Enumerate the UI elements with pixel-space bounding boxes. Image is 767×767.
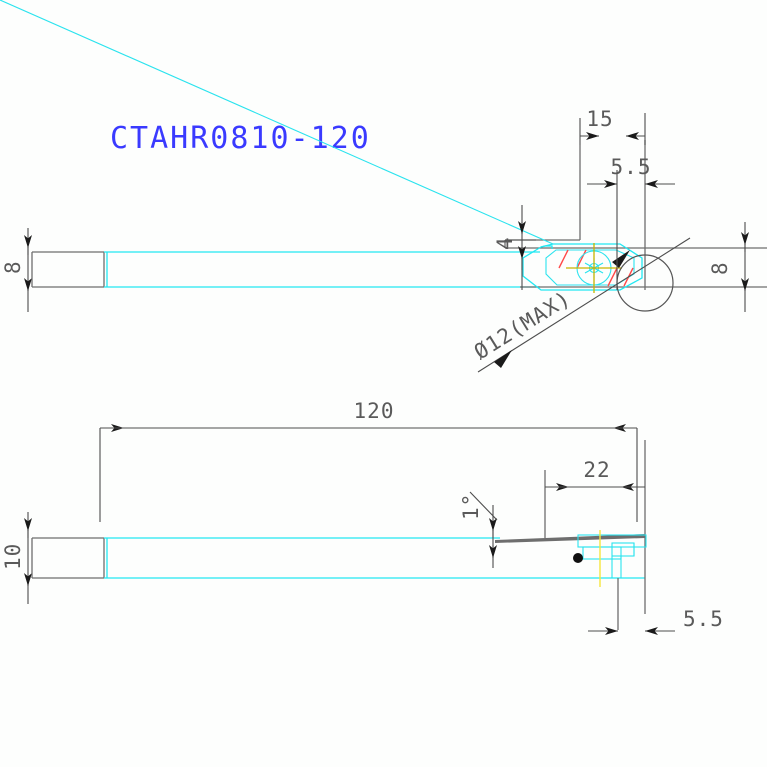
dim-label-dia12: Ø12(MAX) bbox=[470, 286, 575, 364]
side-view-head-detail bbox=[573, 530, 647, 630]
dim-head-width: 22 bbox=[545, 458, 645, 491]
dim-head-length: 15 bbox=[579, 107, 646, 145]
top-view-shank-end bbox=[31, 251, 105, 288]
top-view: 8 bbox=[0, 0, 767, 373]
dim-overall-length: 120 bbox=[99, 399, 638, 522]
dim-label-8-right: 8 bbox=[708, 261, 732, 275]
page-title: CTAHR0810-120 bbox=[110, 121, 371, 156]
top-view-shank-body bbox=[104, 251, 540, 288]
side-view: 120 10 bbox=[1, 399, 724, 635]
dim-clearance-angle: 1° bbox=[459, 491, 498, 568]
dim-insert-offset: 5.5 bbox=[587, 155, 675, 290]
dim-label-1deg: 1° bbox=[459, 493, 483, 520]
dim-label-8-left: 8 bbox=[1, 260, 25, 274]
side-view-taper bbox=[495, 440, 646, 614]
top-view-head-outline bbox=[504, 140, 767, 290]
dim-shank-height-right: 8 bbox=[708, 222, 749, 312]
dim-shank-width: 10 bbox=[1, 512, 32, 604]
dim-label-5p5-bottom: 5.5 bbox=[683, 607, 724, 631]
dim-label-22: 22 bbox=[583, 458, 610, 482]
dim-label-120: 120 bbox=[354, 399, 395, 423]
dim-step-height: 4 bbox=[493, 205, 536, 290]
side-view-shank-end bbox=[31, 537, 105, 579]
dim-shank-height-left: 8 bbox=[1, 228, 32, 312]
dim-label-15: 15 bbox=[586, 107, 613, 131]
side-view-shank-body bbox=[104, 537, 645, 579]
dim-label-5p5-top: 5.5 bbox=[611, 155, 652, 179]
dim-tip-offset: 5.5 bbox=[588, 607, 724, 635]
dim-label-4: 4 bbox=[493, 236, 517, 250]
dim-label-10: 10 bbox=[1, 543, 25, 570]
